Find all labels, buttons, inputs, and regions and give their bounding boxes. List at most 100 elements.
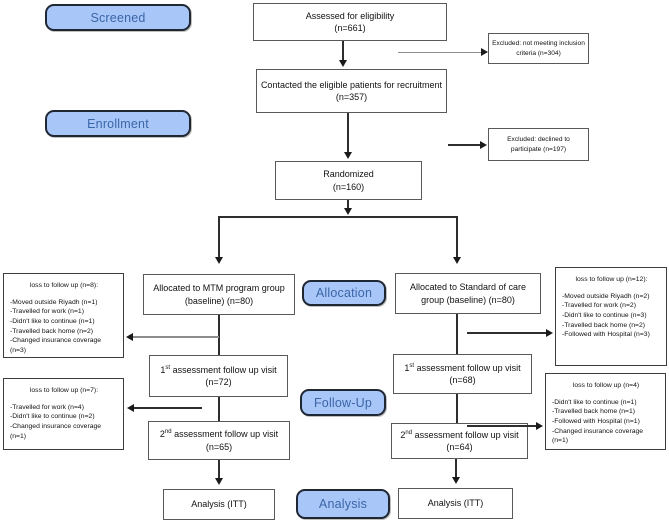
- connector-fu2-analysis-mtm-line: [218, 460, 220, 480]
- box-text: 2nd assessment follow up visit: [160, 428, 278, 440]
- box-n: (n=661): [334, 23, 366, 33]
- loss-item: -Didn't like to continue (n=1): [552, 398, 637, 406]
- ordinal-number: 2: [159, 429, 165, 440]
- box-text: Allocated to MTM program group (baseline…: [153, 283, 285, 306]
- box-assessed-for-eligibility: Assessed for eligibility (n=661): [253, 3, 447, 41]
- loss-item: -Didn't like to continue (n=2): [10, 413, 95, 421]
- loss-item: -Didn't like to continue (n=1): [10, 317, 95, 325]
- box-text: 1st assessment follow up visit: [404, 362, 520, 374]
- connector-fu1-fu2-mtm-line: [218, 397, 220, 421]
- loss-item: -Followed with Hospital (n=3): [562, 331, 650, 339]
- loss-item: -Travelled back home (n=2): [10, 327, 94, 335]
- arrowhead-right-icon: [536, 422, 543, 430]
- stage-label-analysis: Analysis: [296, 489, 390, 519]
- arrowhead-down-icon: [339, 60, 347, 67]
- box-text-rest: assessment follow up visit: [414, 362, 521, 373]
- ordinal-number: 2: [400, 429, 406, 440]
- box-loss-followup-soc-baseline: loss to follow up (n=12): -Moved outside…: [555, 267, 667, 366]
- loss-item: -Changed insurance coverage (n=3): [10, 337, 102, 354]
- branch-left-line: [218, 216, 220, 257]
- ordinal-number: 1: [160, 364, 166, 375]
- box-loss-followup-mtm-baseline: loss to follow up (n=8): -Moved outside …: [3, 273, 124, 358]
- loss-item: -Travelled back home (n=1): [552, 408, 636, 416]
- ordinal-suffix: st: [409, 362, 415, 369]
- connector-loss-soc-fu-line: [467, 425, 537, 427]
- arrowhead-right-icon: [480, 141, 487, 149]
- connector-loss-mtm-baseline-line: [133, 336, 219, 338]
- stage-label-text: Analysis: [318, 497, 368, 511]
- arrowhead-down-icon: [453, 257, 461, 264]
- box-text: 1st assessment follow up visit: [160, 364, 276, 376]
- box-text: Assessed for eligibility: [305, 10, 395, 21]
- box-text: 2nd assessment follow up visit: [400, 429, 518, 441]
- stage-label-allocation: Allocation: [302, 280, 386, 306]
- connector-alloc-fu1-soc-line: [456, 314, 458, 354]
- box-n: (n=160): [332, 181, 365, 192]
- stage-label-followup: Follow-Up: [300, 389, 386, 416]
- box-allocated-standard-of-care: Allocated to Standard of care group (bas…: [395, 273, 541, 314]
- box-second-assessment-soc: 2nd assessment follow up visit (n=64): [391, 423, 528, 459]
- box-first-assessment-mtm: 1st assessment follow up visit (n=72): [149, 355, 288, 397]
- box-randomized: Randomized (n=160): [275, 161, 422, 200]
- box-excluded-declined: Excluded: declined to participate (n=197…: [488, 128, 589, 161]
- box-first-assessment-soc: 1st assessment follow up visit (n=68): [393, 354, 532, 394]
- connector-loss-mtm-fu-line: [134, 407, 202, 409]
- box-text-rest: assessment follow up visit: [171, 429, 279, 440]
- stage-label-screened: Screened: [45, 4, 191, 31]
- loss-item: -Travelled back home (n=2): [562, 321, 646, 329]
- box-n: (n=64): [446, 442, 473, 452]
- box-analysis-itt-mtm: Analysis (ITT): [163, 489, 275, 520]
- arrowhead-right-icon: [481, 48, 488, 56]
- arrowhead-down-icon: [452, 477, 460, 484]
- box-loss-followup-soc-fu: loss to follow up (n=4) -Didn't like to …: [545, 373, 666, 450]
- ordinal-suffix: nd: [405, 429, 413, 436]
- box-analysis-itt-soc: Analysis (ITT): [398, 488, 513, 519]
- arrowhead-down-icon: [344, 208, 352, 215]
- connector-excluded-declined-line: [448, 144, 481, 146]
- box-text: Contacted the eligible patients for recr…: [260, 79, 443, 90]
- box-n: (n=68): [449, 375, 476, 385]
- arrowhead-down-icon: [215, 478, 223, 485]
- branch-right-line: [456, 216, 458, 257]
- arrowhead-left-icon: [126, 333, 133, 341]
- arrowhead-down-icon: [344, 152, 352, 159]
- box-text: Analysis (ITT): [191, 499, 247, 510]
- stage-label-text: Enrollment: [87, 116, 149, 131]
- loss-item: -Moved outside Riyadh (n=2): [562, 292, 650, 300]
- connector-loss-soc-baseline-line: [467, 332, 547, 334]
- box-second-assessment-mtm: 2nd assessment follow up visit (n=65): [148, 421, 290, 460]
- box-n: (n=72): [205, 377, 232, 387]
- box-text: Randomized: [323, 169, 374, 180]
- arrowhead-left-icon: [127, 404, 134, 412]
- loss-item: -Moved outside Riyadh (n=1): [10, 298, 98, 306]
- connector-assessed-contacted-line: [342, 41, 344, 60]
- loss-item: -Travelled for work (n=1): [10, 308, 84, 316]
- connector-fu2-analysis-soc-line: [455, 459, 457, 479]
- box-loss-followup-mtm-fu: loss to follow up (n=7): -Travelled for …: [3, 378, 124, 450]
- box-text: Excluded: declined to participate (n=197…: [507, 135, 570, 153]
- ordinal-suffix: nd: [164, 429, 172, 436]
- arrowhead-right-icon: [546, 329, 553, 337]
- stage-label-text: Allocation: [315, 286, 373, 300]
- box-n: (n=357): [335, 92, 368, 102]
- box-contacted-for-recruitment: Contacted the eligible patients for recr…: [256, 69, 447, 113]
- stage-label-text: Screened: [90, 10, 146, 25]
- loss-item: -Followed with Hospital (n=1): [552, 417, 640, 425]
- box-text: Allocated to Standard of care group (bas…: [409, 282, 527, 305]
- box-text-rest: assessment follow up visit: [412, 429, 519, 440]
- loss-title: loss to follow up (n=4): [572, 382, 640, 389]
- box-allocated-mtm: Allocated to MTM program group (baseline…: [143, 274, 295, 315]
- loss-item: -Travelled for work (n=2): [562, 302, 636, 310]
- box-text: Analysis (ITT): [427, 498, 484, 509]
- connector-randomized-branch-line: [347, 200, 349, 208]
- loss-item: -Changed insurance coverage (n=1): [10, 422, 102, 440]
- connector-excluded-not-meeting-line: [398, 52, 482, 53]
- box-excluded-not-meeting: Excluded: not meeting inclusion criteria…: [488, 33, 589, 64]
- loss-item: -Didn't like to continue (n=3): [562, 311, 647, 319]
- arrowhead-down-icon: [215, 257, 223, 264]
- loss-title: loss to follow up (n=8):: [29, 282, 99, 289]
- loss-title: loss to follow up (n=7):: [29, 387, 99, 394]
- ordinal-number: 1: [404, 362, 410, 373]
- branch-horizontal-line: [218, 216, 458, 218]
